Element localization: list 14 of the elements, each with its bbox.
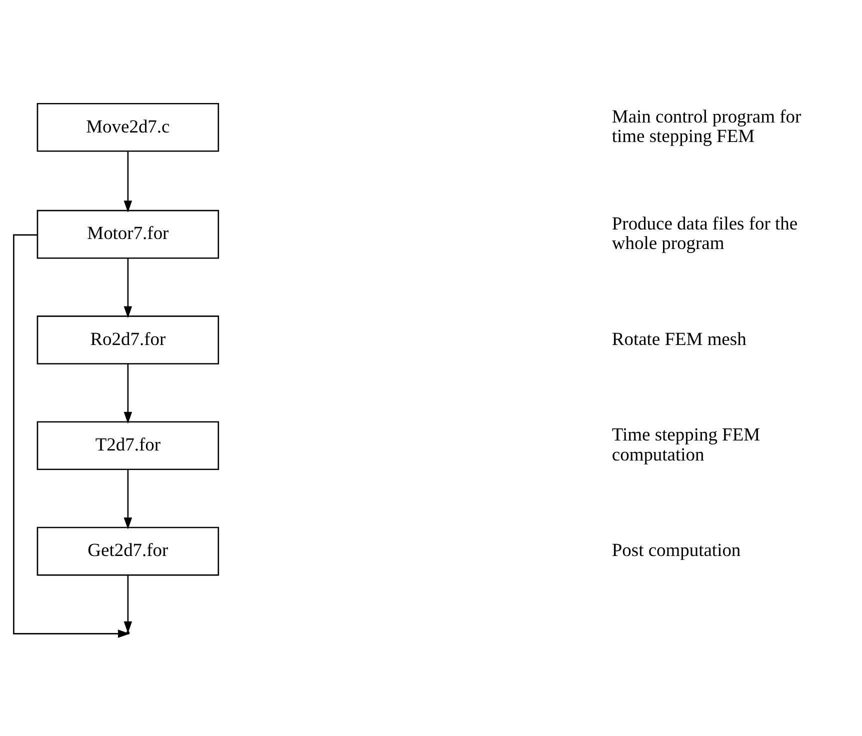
node-box: Move2d7.c [36, 102, 220, 152]
label: Main control program for time stepping FEM [612, 106, 802, 146]
arrow [124, 470, 132, 530]
arrow [124, 152, 132, 213]
node-box: Ro2d7.for [36, 316, 220, 364]
node-box: Get2d7.for [36, 526, 220, 576]
label: Post computation [612, 540, 741, 560]
node-box: T2d7.for [36, 421, 220, 470]
arrow [124, 364, 132, 424]
label: Time stepping FEM computation [612, 424, 760, 464]
label: Produce data files for the whole program [612, 213, 798, 254]
label: Rotate FEM mesh [612, 328, 746, 349]
arrow [124, 258, 132, 318]
node-box: Motor7.for [36, 210, 220, 259]
